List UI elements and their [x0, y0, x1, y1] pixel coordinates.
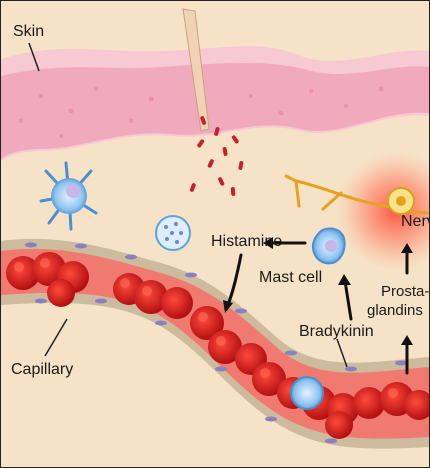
label-skin: Skin — [13, 23, 44, 41]
white-blood-cell — [291, 377, 323, 409]
label-bradykinin: Bradykinin — [299, 323, 374, 341]
capillary-leader — [45, 319, 67, 356]
granule-cell — [156, 216, 190, 250]
label-capillary: Capillary — [11, 361, 73, 379]
skin-epidermis — [1, 63, 429, 159]
label-histamine: Histamine — [211, 233, 282, 251]
label-prostaglandins-1: Prosta- — [381, 284, 429, 301]
red-blood-cells — [6, 252, 429, 439]
label-prostaglandins-2: glandins — [367, 303, 423, 320]
mast-cell — [313, 229, 345, 264]
label-mast-cell: Mast cell — [259, 269, 322, 287]
label-nerve: Nerv — [401, 213, 430, 231]
arrow-bradykinin-to-mast — [345, 281, 351, 319]
arrow-histamine-to-capillary — [227, 255, 241, 307]
